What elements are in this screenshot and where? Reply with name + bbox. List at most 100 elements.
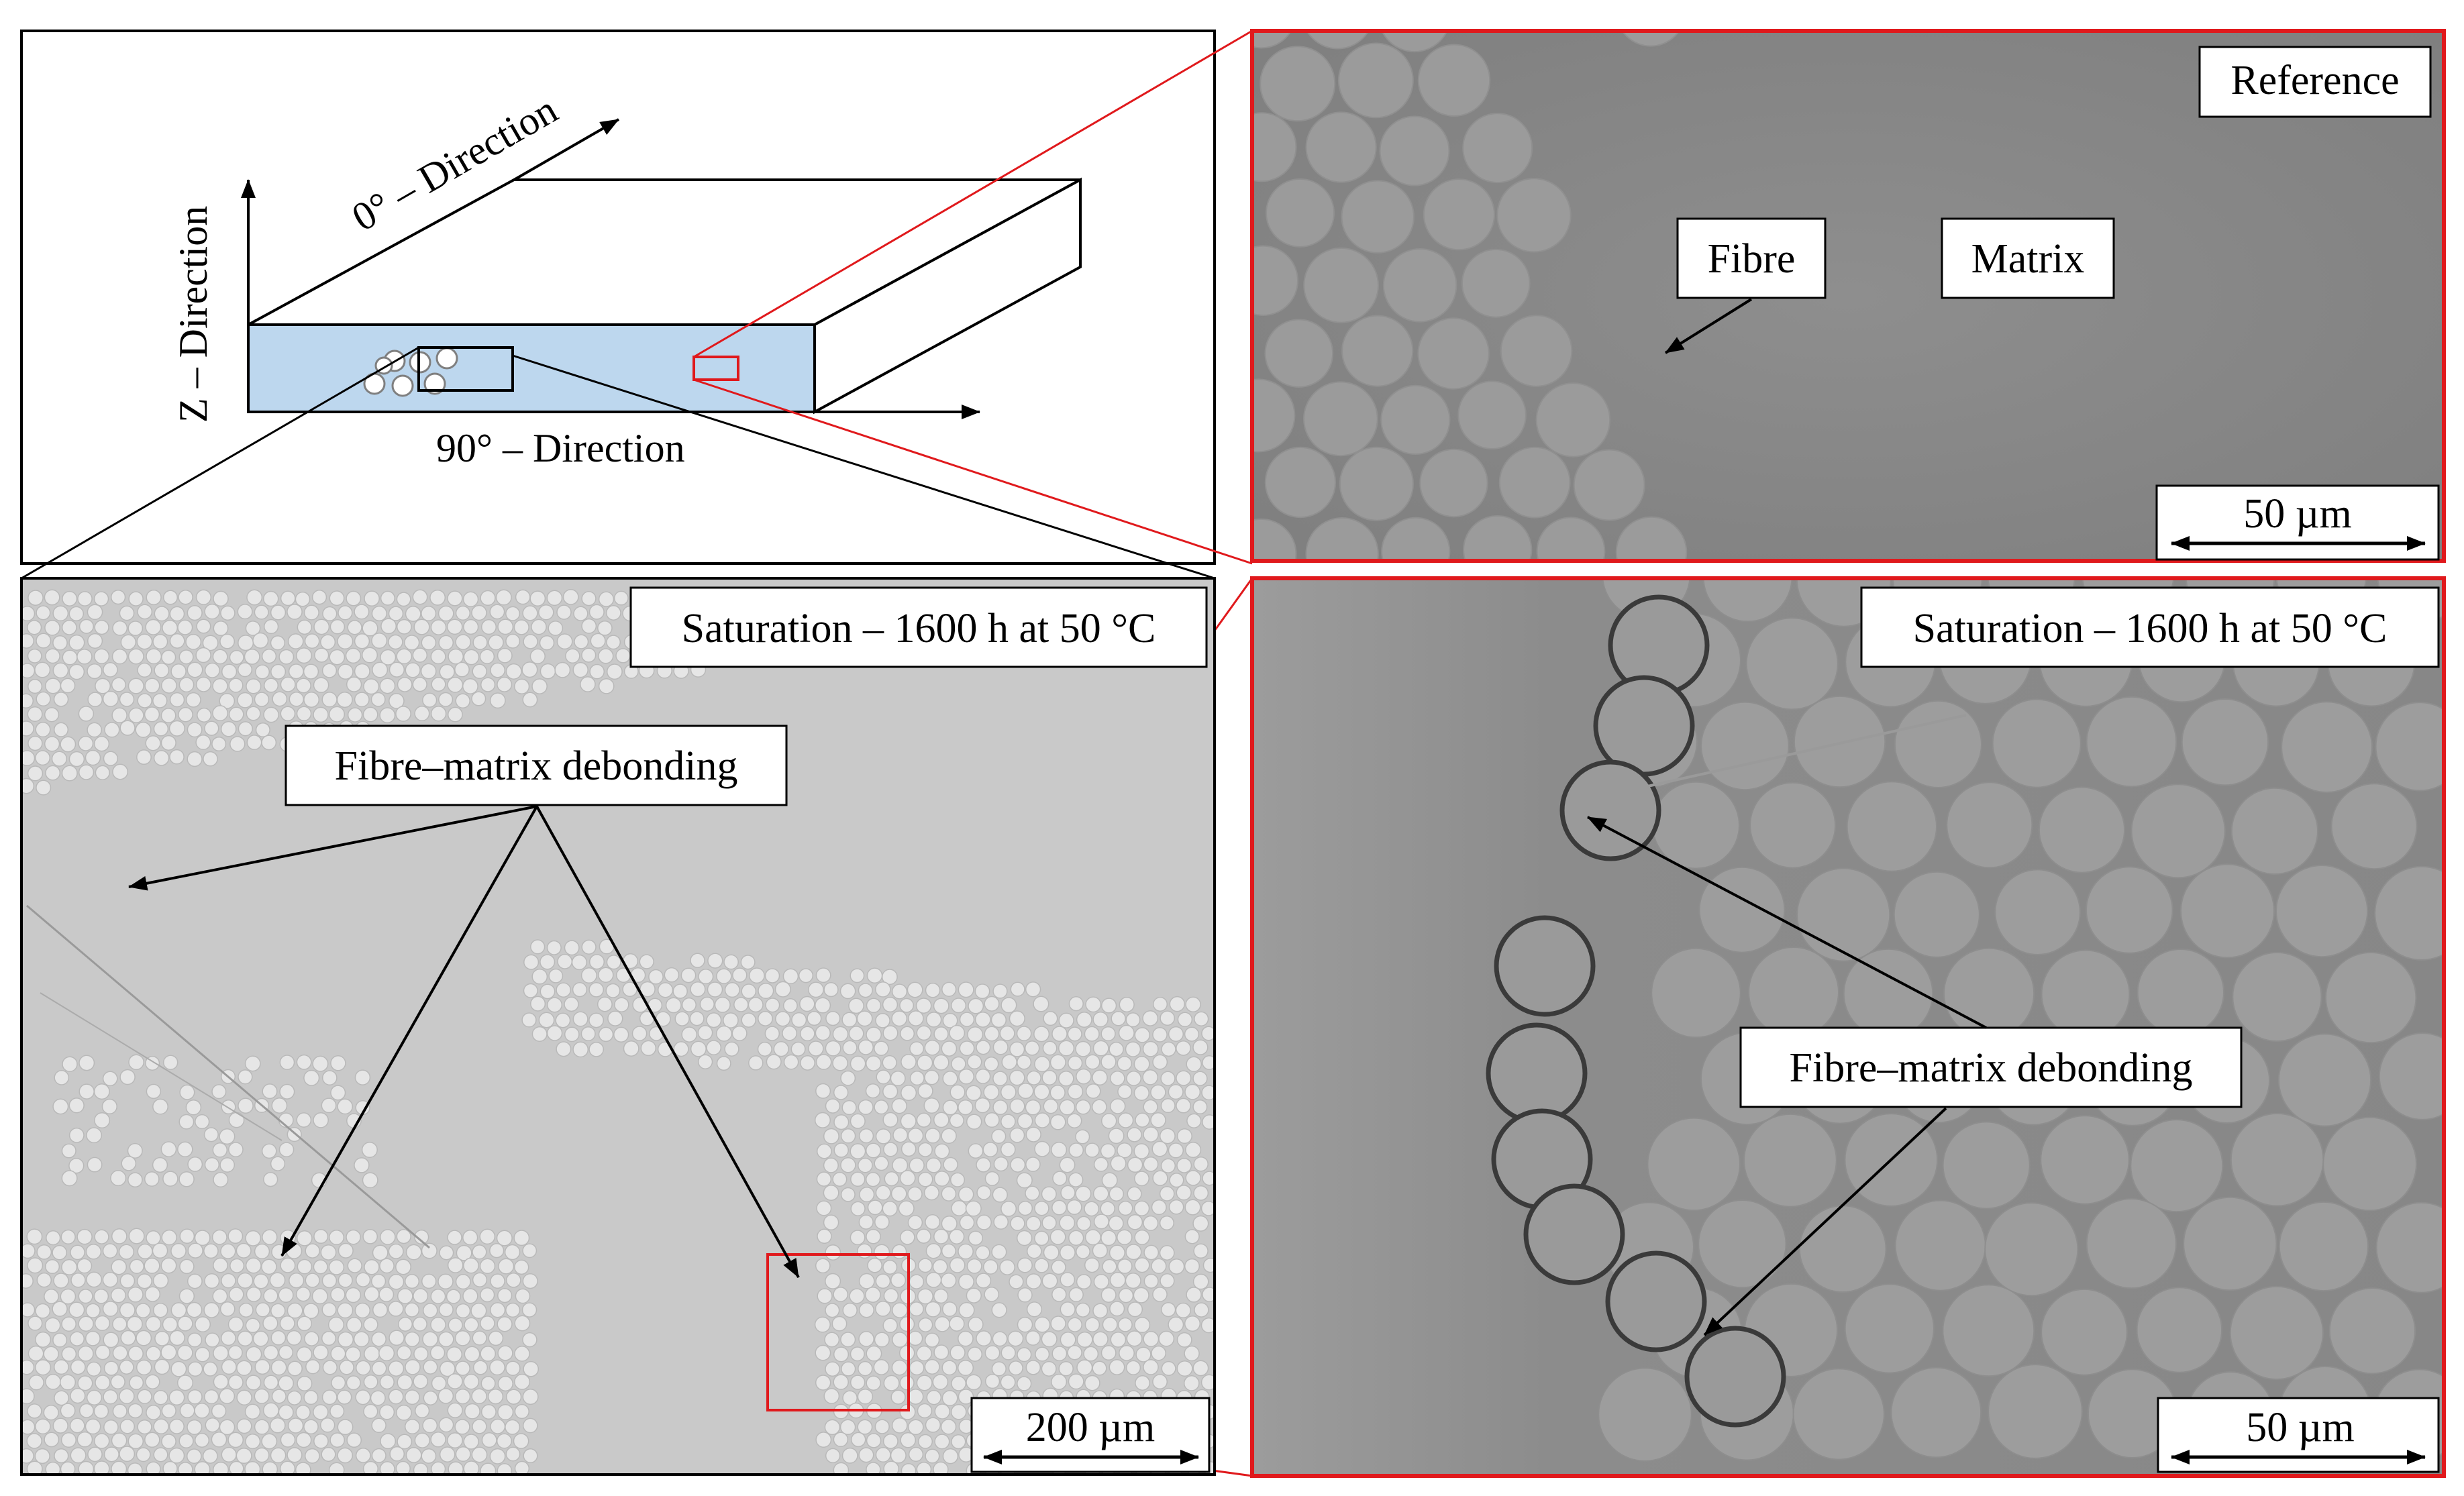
- fibre-cross-section: [833, 1085, 849, 1100]
- fibre-cross-section: [850, 1055, 866, 1072]
- detail-debonding-arrows: [1587, 816, 1987, 1336]
- fibre-cross-section: [27, 1403, 42, 1419]
- fibre-cross-section: [883, 1375, 900, 1391]
- fibre-cross-section: [364, 1259, 380, 1275]
- fibre-cross-section: [278, 1142, 295, 1158]
- fibre-cross-section: [715, 1025, 733, 1042]
- fibre-cross-section: [1076, 1274, 1092, 1290]
- fibre-cross-section: [405, 1447, 422, 1463]
- fibre-cross-section: [354, 692, 370, 708]
- fibre-cross-section: [205, 1418, 220, 1433]
- fibre-cross-section: [244, 648, 260, 665]
- fibre-cross-section: [1075, 1302, 1090, 1318]
- fibre-cross-section: [229, 649, 244, 665]
- fibre-cross-section: [733, 997, 749, 1012]
- fibre-cross-section: [205, 1332, 220, 1348]
- fibre-cross-section: [867, 1199, 883, 1216]
- fibre-cross-section: [68, 606, 85, 622]
- fibre-cross-section: [925, 1448, 940, 1464]
- fibre-cross-section: [103, 662, 118, 678]
- fibre-cross-section: [187, 1242, 203, 1259]
- fibre-cross-section: [1184, 1315, 1201, 1332]
- fibre-cross-section: [1041, 1215, 1057, 1230]
- fibre-cross-section: [966, 1287, 982, 1303]
- fibre-cross-section: [313, 1228, 329, 1244]
- fibre-cross-section: [52, 1301, 68, 1317]
- fibre-cross-section: [529, 590, 546, 607]
- fibre-cross-section: [111, 707, 127, 724]
- fibre-cross-section: [497, 1316, 513, 1332]
- fibre-cross-section: [422, 1303, 438, 1318]
- fibre-cross-section: [898, 1200, 915, 1217]
- fibre-cross-section: [866, 1433, 882, 1448]
- fibre-cross-section: [152, 1157, 168, 1173]
- fibre-cross-section: [405, 1358, 421, 1375]
- fibre-cross-section: [765, 998, 780, 1013]
- fibre-cross-section: [280, 676, 296, 692]
- fibre-cross-section: [497, 619, 514, 635]
- fibre-cross-section: [136, 1330, 152, 1346]
- fibre-cross-section: [581, 939, 597, 955]
- fibre-cross-section: [901, 1141, 917, 1157]
- fibre-cross-section: [1051, 1287, 1067, 1302]
- fibre-cross-section: [588, 981, 605, 998]
- fibre-cross-section: [79, 619, 94, 634]
- fibre-cross-section: [1745, 617, 1839, 710]
- fibre-cross-section: [1017, 1287, 1033, 1303]
- fibre-cross-section: [606, 663, 623, 680]
- fibre-cross-section: [127, 1142, 143, 1159]
- fibre-cross-section: [858, 1214, 874, 1230]
- fibre-cross-section: [1151, 1258, 1167, 1274]
- fibre-cross-section: [490, 662, 506, 678]
- fibre-cross-section: [85, 1418, 101, 1435]
- fibre-cross-section: [362, 1460, 378, 1475]
- fibre-cross-section: [203, 1389, 219, 1405]
- fibre-cross-section: [261, 1433, 278, 1450]
- fibre-cross-section: [892, 1157, 909, 1174]
- fibre-cross-section: [346, 1375, 361, 1391]
- fibre-cross-section: [487, 1389, 504, 1405]
- fibre-cross-section: [1118, 1024, 1135, 1041]
- fibre-cross-section: [1117, 1084, 1133, 1100]
- fibre-cross-section: [447, 706, 463, 723]
- fibre-cross-section: [93, 1403, 109, 1419]
- fibre-cross-section: [169, 633, 185, 649]
- fibre-cross-section: [78, 764, 95, 780]
- fibre-cross-section: [1025, 1157, 1041, 1172]
- fibre-cross-section: [2137, 949, 2225, 1036]
- fibre-cross-section: [329, 649, 346, 665]
- fibre-cross-section: [161, 1403, 176, 1419]
- fibre-cross-section: [337, 1389, 352, 1405]
- fibre-cross-section: [890, 1272, 907, 1288]
- fibre-cross-section: [52, 1332, 68, 1348]
- fibre-cross-section: [949, 1344, 966, 1360]
- fibre-cross-section: [446, 1289, 461, 1304]
- fibre-cross-section: [103, 1420, 119, 1435]
- fibre-cross-section: [900, 1113, 917, 1130]
- fibre-cross-section: [102, 1301, 119, 1317]
- fibre-cross-section: [1000, 1374, 1016, 1390]
- fibre-cross-section: [372, 1302, 389, 1318]
- fibre-cross-section: [858, 1157, 873, 1173]
- fibre-cross-section: [975, 1245, 990, 1261]
- fibre-cross-section: [933, 1344, 949, 1360]
- fibre-cross-section: [850, 1230, 866, 1246]
- fibre-cross-section: [1303, 247, 1379, 323]
- fibre-cross-section: [940, 1273, 957, 1289]
- fibre-cross-section: [874, 1419, 890, 1434]
- fibre-cross-section: [874, 1332, 890, 1348]
- fibre-cross-section: [153, 1447, 168, 1462]
- fibre-cross-section: [446, 1346, 463, 1363]
- fibre-cross-section: [178, 1433, 194, 1449]
- fibre-cross-section: [858, 1039, 874, 1055]
- fibre-cross-section: [21, 750, 36, 767]
- fibre-cross-section: [831, 1316, 848, 1332]
- fibre-cross-section: [917, 1055, 933, 1071]
- fibre-cross-section: [1058, 1012, 1074, 1028]
- fibre-cross-section: [1142, 1069, 1159, 1085]
- fibre-cross-section: [236, 1447, 252, 1464]
- fibre-cross-section: [145, 619, 162, 635]
- fibre-cross-section: [337, 1098, 354, 1115]
- fibre-cross-section: [1186, 1287, 1202, 1303]
- fibre-cross-section: [262, 590, 279, 607]
